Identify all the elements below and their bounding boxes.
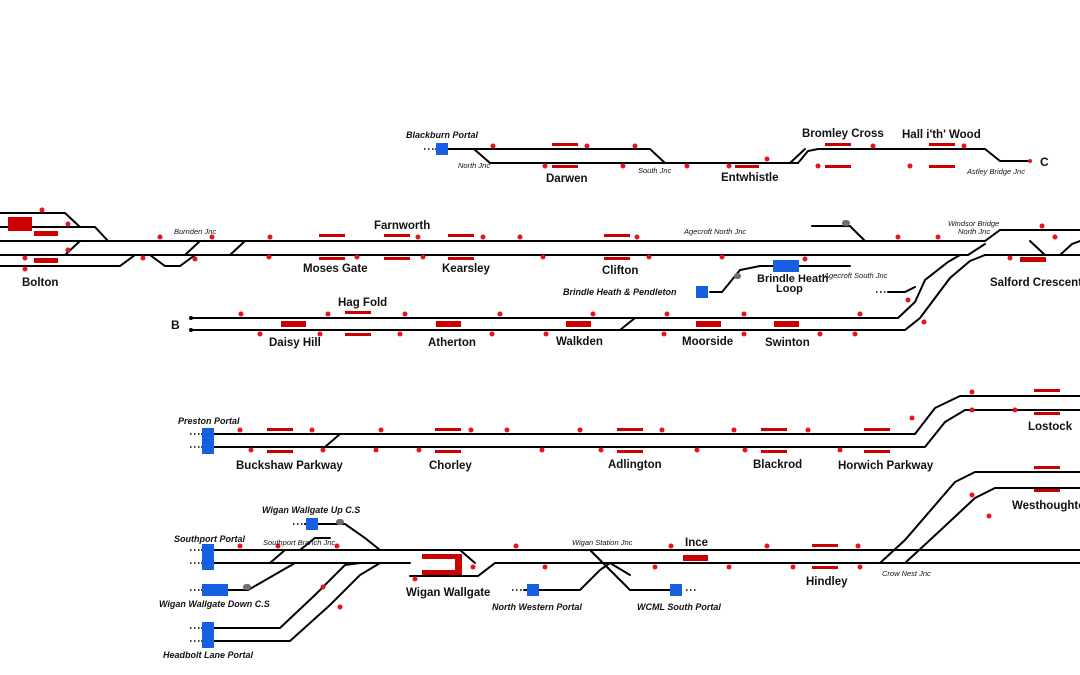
route-marker-b: B bbox=[171, 318, 180, 332]
wcml-south-portal-label: WCML South Portal bbox=[637, 602, 721, 612]
brindle-heath-loop-marker bbox=[773, 260, 799, 272]
headbolt-lane-label: Headbolt Lane Portal bbox=[163, 650, 254, 660]
wigan-up-cs-marker bbox=[306, 518, 318, 530]
blackburn-portal-label: Blackburn Portal bbox=[406, 130, 479, 140]
brindle-heath-loop-label-2: Loop bbox=[776, 283, 803, 295]
chorley-label: Chorley bbox=[429, 460, 472, 472]
lostock-label: Lostock bbox=[1028, 421, 1073, 433]
bolton-salford-line: Bolton Burnden Jnc Moses Gate Farnworth … bbox=[0, 207, 1080, 298]
atherton-label: Atherton bbox=[428, 337, 476, 349]
wigan-station-jnc-label: Wigan Station Jnc bbox=[572, 538, 633, 547]
adlington-label: Adlington bbox=[608, 459, 662, 471]
southport-portal-label: Southport Portal bbox=[174, 534, 245, 544]
preston-portal-marker bbox=[202, 428, 214, 454]
entwhistle-label: Entwhistle bbox=[721, 172, 779, 184]
headbolt-lane-marker bbox=[202, 622, 214, 648]
buckshaw-parkway-label: Buckshaw Parkway bbox=[236, 460, 343, 472]
darwen-label: Darwen bbox=[546, 173, 588, 185]
astley-bridge-jnc-label: Astley Bridge Jnc bbox=[966, 167, 1025, 176]
westhoughton-label: Westhoughton bbox=[1012, 500, 1080, 512]
brindle-heath-pendleton-marker bbox=[696, 286, 708, 298]
blackrod-label: Blackrod bbox=[753, 459, 802, 471]
hindley-label: Hindley bbox=[806, 576, 848, 588]
wigan-wallgate-label: Wigan Wallgate bbox=[406, 587, 490, 599]
walkden-label: Walkden bbox=[556, 336, 603, 348]
wcml-south-portal-marker bbox=[670, 584, 682, 596]
farnworth-label: Farnworth bbox=[374, 220, 430, 232]
wigan-line: Wigan Wallgate Up C.S Southport Portal S… bbox=[159, 466, 1080, 660]
blackburn-line: Blackburn Portal North Jnc Darwen South … bbox=[406, 128, 1049, 185]
preston-line: Preston Portal Buckshaw Parkway Chorley … bbox=[178, 389, 1080, 472]
bromley-cross-label: Bromley Cross bbox=[802, 128, 884, 140]
preston-portal-label: Preston Portal bbox=[178, 416, 240, 426]
atherton-line: B Hag Fold Daisy Hill Atherton Walkden M… bbox=[171, 254, 986, 349]
ince-label: Ince bbox=[685, 537, 708, 549]
windsor-bridge-label-2: North Jnc bbox=[958, 227, 990, 236]
brindle-heath-loop-label-1: Brindle Heath bbox=[757, 273, 829, 285]
north-western-portal-marker bbox=[527, 584, 539, 596]
burnden-jnc-label: Burnden Jnc bbox=[174, 227, 216, 236]
north-western-portal-label: North Western Portal bbox=[492, 602, 582, 612]
brindle-heath-pendleton-label: Brindle Heath & Pendleton bbox=[563, 287, 677, 297]
southport-portal-marker bbox=[202, 544, 214, 570]
hag-fold-label: Hag Fold bbox=[338, 297, 387, 309]
wigan-up-cs-label: Wigan Wallgate Up C.S bbox=[262, 505, 360, 515]
blackburn-portal-marker bbox=[436, 143, 448, 155]
wigan-down-cs-label: Wigan Wallgate Down C.S bbox=[159, 599, 270, 609]
kearsley-label: Kearsley bbox=[442, 263, 491, 275]
moorside-label: Moorside bbox=[682, 336, 733, 348]
moses-gate-label: Moses Gate bbox=[303, 263, 368, 275]
agecroft-north-jnc-label: Agecroft North Jnc bbox=[683, 227, 746, 236]
horwich-parkway-label: Horwich Parkway bbox=[838, 460, 934, 472]
agecroft-south-jnc-label: Agecroft South Jnc bbox=[823, 271, 888, 280]
swinton-label: Swinton bbox=[765, 337, 810, 349]
north-jnc-label: North Jnc bbox=[458, 161, 490, 170]
bolton-label: Bolton bbox=[22, 277, 58, 289]
wigan-down-cs-marker bbox=[202, 584, 228, 596]
windsor-bridge-label-1: Windsor Bridge bbox=[948, 219, 999, 228]
hall-ith-wood-label: Hall i'th' Wood bbox=[902, 129, 981, 141]
southport-branch-jnc-label: Southport Branch Jnc bbox=[263, 538, 335, 547]
route-marker-c: C bbox=[1040, 155, 1049, 169]
crow-nest-jnc-label: Crow Nest Jnc bbox=[882, 569, 931, 578]
clifton-label: Clifton bbox=[602, 265, 638, 277]
daisy-hill-label: Daisy Hill bbox=[269, 337, 321, 349]
salford-crescent-label: Salford Crescent bbox=[990, 277, 1080, 289]
south-jnc-label: South Jnc bbox=[638, 166, 672, 175]
